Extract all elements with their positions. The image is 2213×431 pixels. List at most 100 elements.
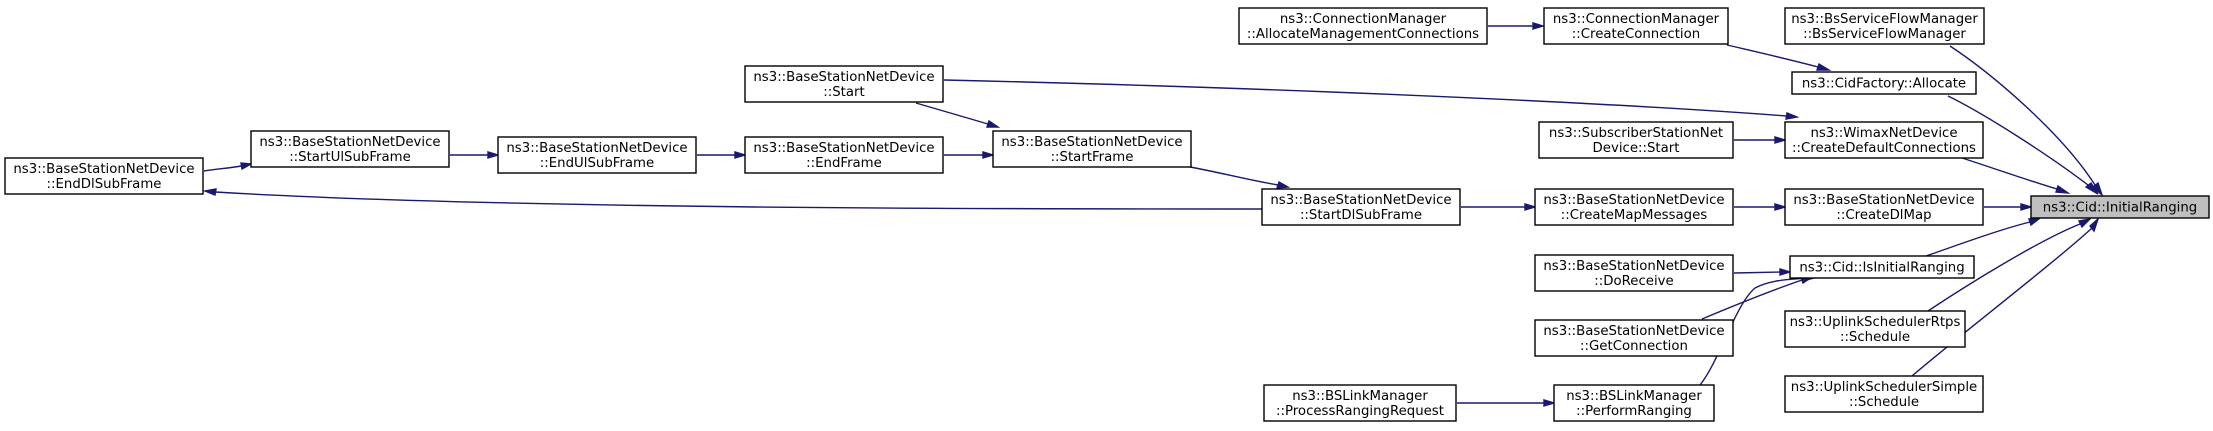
arrowhead-icon (202, 188, 217, 196)
node-bs-start[interactable]: ns3::BaseStationNetDevice::Start (744, 65, 944, 103)
node-label: ns3::BaseStationNetDevice (753, 70, 934, 85)
arrowhead-icon (1532, 22, 1546, 30)
node-label: ns3::Cid::InitialRanging (2043, 201, 2197, 216)
arrowhead-icon (1816, 62, 1832, 71)
node-label: ::BsServiceFlowManager (1803, 27, 1966, 42)
node-bssfm[interactable]: ns3::BsServiceFlowManager::BsServiceFlow… (1784, 7, 1985, 45)
node-bs-doreceive[interactable]: ns3::BaseStationNetDevice::DoReceive (1534, 254, 1734, 292)
arrowhead-icon (1524, 203, 1538, 211)
edge-line (1925, 221, 2031, 257)
node-bs-getconn[interactable]: ns3::BaseStationNetDevice::GetConnection (1534, 319, 1734, 357)
edge-line (203, 165, 242, 172)
arrowhead-icon (2028, 217, 2043, 227)
node-cid-isinit[interactable]: ns3::Cid::IsInitialRanging (1789, 255, 1975, 279)
edge-ss_start-to-wimax_cdc (1734, 136, 1788, 144)
arrowhead-icon (2077, 217, 2093, 229)
node-box (1789, 255, 1975, 279)
node-root[interactable]: ns3::Cid::InitialRanging (2030, 195, 2210, 219)
edge-line (943, 79, 1788, 117)
node-label: ns3::Cid::IsInitialRanging (1799, 261, 1964, 276)
node-box (497, 136, 697, 174)
edge-bs_createmap-to-bs_createdlmap (1734, 203, 1788, 211)
node-label: ::AllocateManagementConnections (1247, 27, 1479, 42)
node-label: ns3::BaseStationNetDevice (753, 141, 934, 156)
node-bslm-process[interactable]: ns3::BSLinkManager::ProcessRangingReques… (1263, 384, 1457, 422)
node-box (744, 65, 944, 103)
node-simple-sched[interactable]: ns3::UplinkSchedulerSimple::Schedule (1784, 375, 1984, 413)
node-label: ::PerformRanging (1576, 404, 1692, 419)
node-label: ::GetConnection (1580, 339, 1688, 354)
node-label: ::Schedule (1849, 395, 1919, 410)
node-label: ::StartUlSubFrame (289, 150, 411, 165)
node-bs-createdlmap[interactable]: ns3::BaseStationNetDevice::CreateDlMap (1784, 188, 1984, 226)
node-label: ::CreateConnection (1572, 27, 1700, 42)
node-box (4, 157, 204, 195)
node-box (1784, 188, 1984, 226)
node-connmgr-alloc[interactable]: ns3::ConnectionManager::AllocateManageme… (1238, 7, 1488, 45)
edge-wimax_cdc-to-root (1961, 157, 2071, 194)
node-wimax-cdc[interactable]: ns3::WimaxNetDevice::CreateDefaultConnec… (1784, 121, 1984, 159)
edge-cidalloc-to-root (1947, 95, 2099, 195)
arrowhead-icon (1779, 268, 1793, 276)
node-bs-startframe[interactable]: ns3::BaseStationNetDevice::StartFrame (992, 130, 1192, 168)
node-label: ns3::BaseStationNetDevice (259, 135, 440, 150)
edge-line (1701, 279, 1803, 320)
edge-bs_start-to-bs_startframe (915, 102, 1001, 128)
node-bs-enddl[interactable]: ns3::BaseStationNetDevice::EndDlSubFrame (4, 157, 204, 195)
edge-bs_createdlmap-to-root (1984, 203, 2034, 211)
node-label: ns3::BaseStationNetDevice (1543, 193, 1724, 208)
node-box (1791, 71, 1977, 95)
node-box (1534, 188, 1734, 226)
arrowhead-icon (734, 151, 748, 159)
edge-bs_endul-to-bs_endframe (697, 151, 748, 159)
node-label: Device::Start (1593, 141, 1680, 156)
node-box (1784, 310, 1966, 348)
node-cidalloc[interactable]: ns3::CidFactory::Allocate (1791, 71, 1977, 95)
arrowhead-icon (2084, 181, 2099, 195)
arrowhead-icon (982, 151, 996, 159)
node-box (1238, 7, 1488, 45)
node-label: ns3::CidFactory::Allocate (1802, 77, 1966, 92)
node-label: ::CreateDefaultConnections (1792, 141, 1976, 156)
edge-line (1949, 45, 2096, 186)
node-box (1261, 188, 1461, 226)
node-bslm-perform[interactable]: ns3::BSLinkManager::PerformRanging (1553, 384, 1715, 422)
node-label: ns3::UplinkSchedulerRtps (1790, 315, 1961, 330)
node-rtps-sched[interactable]: ns3::UplinkSchedulerRtps::Schedule (1784, 310, 1966, 348)
node-box (744, 136, 944, 174)
node-bs-createmap[interactable]: ns3::BaseStationNetDevice::CreateMapMess… (1534, 188, 1734, 226)
node-bs-startdl[interactable]: ns3::BaseStationNetDevice::StartDlSubFra… (1261, 188, 1461, 226)
edge-bs_start-to-wimax_cdc (943, 79, 1800, 120)
arrowhead-icon (1275, 180, 1291, 189)
node-label: ::EndFrame (806, 156, 882, 171)
node-box (1534, 319, 1734, 357)
node-label: ns3::BsServiceFlowManager (1791, 12, 1978, 27)
edge-line (915, 102, 989, 125)
node-label: ::ProcessRangingRequest (1276, 404, 1444, 419)
node-label: ns3::WimaxNetDevice (1810, 126, 1957, 141)
arrowhead-icon (487, 151, 501, 159)
node-bs-endframe[interactable]: ns3::BaseStationNetDevice::EndFrame (744, 136, 944, 174)
node-bs-startul[interactable]: ns3::BaseStationNetDevice::StartUlSubFra… (250, 130, 450, 168)
edge-line (214, 191, 1263, 210)
node-box (1784, 121, 1984, 159)
edges-layer (202, 22, 2104, 407)
edge-bs_doreceive-to-cid_isinit (1733, 268, 1793, 276)
node-label: ::CreateDlMap (1836, 208, 1931, 223)
node-label: ns3::BSLinkManager (1566, 389, 1702, 404)
node-box (1538, 121, 1734, 159)
edge-line (1733, 271, 1781, 274)
arrowhead-icon (2055, 184, 2071, 194)
node-label: ::StartDlSubFrame (1300, 208, 1422, 223)
edge-line (1189, 166, 1279, 186)
node-label: ::CreateMapMessages (1561, 208, 1707, 223)
node-label: ns3::BaseStationNetDevice (13, 162, 194, 177)
node-label: ::Schedule (1840, 330, 1910, 345)
node-connmgr-create[interactable]: ns3::ConnectionManager::CreateConnection (1543, 7, 1729, 45)
node-bs-endul[interactable]: ns3::BaseStationNetDevice::EndUlSubFrame (497, 136, 697, 174)
node-label: ns3::SubscriberStationNet (1549, 126, 1723, 141)
node-label: ::EndDlSubFrame (47, 177, 162, 192)
edge-bs_startdl-to-bs_enddl (202, 188, 1263, 210)
